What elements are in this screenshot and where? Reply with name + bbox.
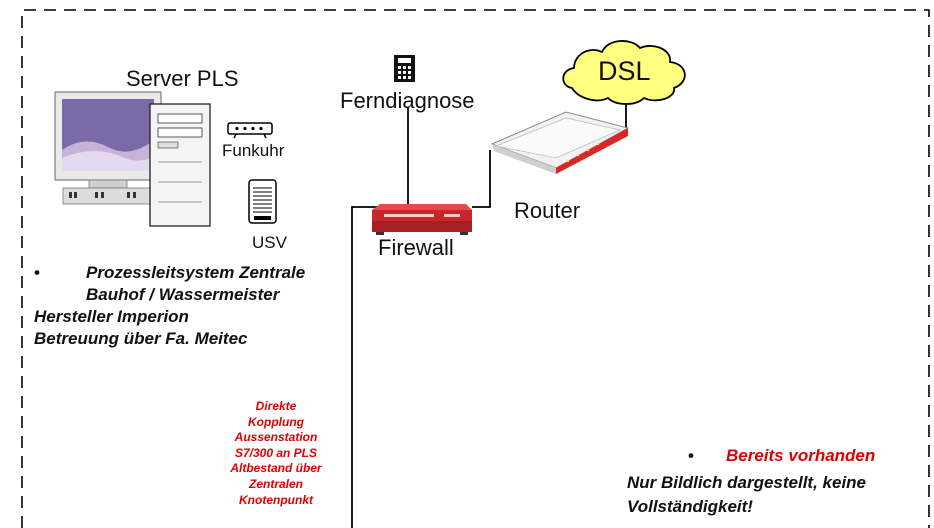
dsl-label: DSL: [598, 56, 651, 86]
computer-server-icon: [54, 91, 211, 227]
firewall-label: Firewall: [378, 235, 454, 260]
server-label: Server PLS: [126, 66, 239, 91]
coupling-note-line: Aussenstation: [234, 430, 318, 445]
system-note: •Prozessleitsystem Zentrale Bauhof / Was…: [34, 262, 305, 350]
cloud-icon: [562, 40, 686, 105]
coupling-note-line: Altbestand über: [230, 461, 322, 476]
coupling-note-line: Direkte: [255, 399, 297, 413]
router-label: Router: [514, 198, 581, 223]
bullet-icon: •: [34, 263, 40, 282]
site-boundary: [21, 9, 930, 528]
coupling-note-line: S7/300 an PLS: [234, 445, 318, 460]
coupling-note-line: Kopplung: [248, 414, 304, 429]
ups-icon: [248, 179, 277, 224]
system-note-line-2: Bauhof / Wassermeister: [86, 285, 280, 304]
firewall-icon: [372, 204, 472, 235]
radio-clock-label: Funkuhr: [222, 141, 285, 160]
existing-note-heading: •Bereits vorhanden: [688, 446, 876, 465]
existing-note-line-2: Vollständigkeit!: [627, 497, 753, 516]
coupling-note: Direkte Kopplung Aussenstation S7/300 an…: [205, 399, 347, 508]
system-note-line-1: •Prozessleitsystem Zentrale: [34, 263, 306, 282]
radio-clock-icon: [227, 122, 273, 139]
bullet-icon: •: [688, 446, 694, 465]
system-note-line-3: Hersteller Imperion: [34, 307, 189, 326]
existing-note-line-1: Nur Bildlich dargestellt, keine: [627, 473, 867, 492]
router-icon: [490, 111, 630, 174]
coupling-note-line: Knotenpunkt: [239, 492, 313, 507]
line-firewall-router: [472, 150, 491, 208]
coupling-note-line: Zentralen: [248, 476, 303, 491]
line-firewall-coupling: [351, 206, 378, 528]
system-note-line-4: Betreuung über Fa. Meitec: [34, 329, 248, 348]
ups-label: USV: [252, 233, 287, 252]
remote-diagnosis-label: Ferndiagnose: [340, 88, 475, 113]
phone-icon: [394, 55, 415, 82]
